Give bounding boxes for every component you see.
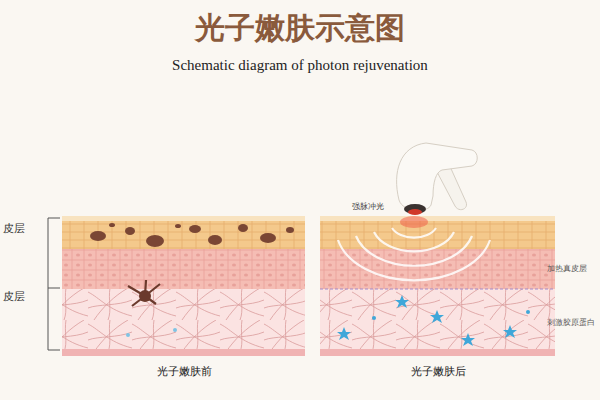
light-label: 强脉冲光 bbox=[352, 202, 384, 212]
title: 光子嫩肤示意图 bbox=[195, 10, 405, 46]
layer-bracket bbox=[48, 218, 60, 350]
handpiece bbox=[397, 143, 478, 215]
skin-before bbox=[62, 216, 305, 356]
subtitle: Schematic diagram of photon rejuvenation bbox=[172, 56, 428, 74]
layer-label: 皮层 bbox=[3, 222, 25, 235]
panel-caption: 光子嫩肤后 bbox=[411, 365, 466, 378]
layer-label: 皮层 bbox=[3, 290, 25, 303]
panel-caption: 光子嫩肤前 bbox=[157, 365, 212, 378]
effect-label: 加热真皮层 bbox=[547, 264, 587, 274]
skin-after bbox=[320, 216, 555, 356]
effect-label: 刺激胶原蛋白 bbox=[547, 318, 595, 328]
